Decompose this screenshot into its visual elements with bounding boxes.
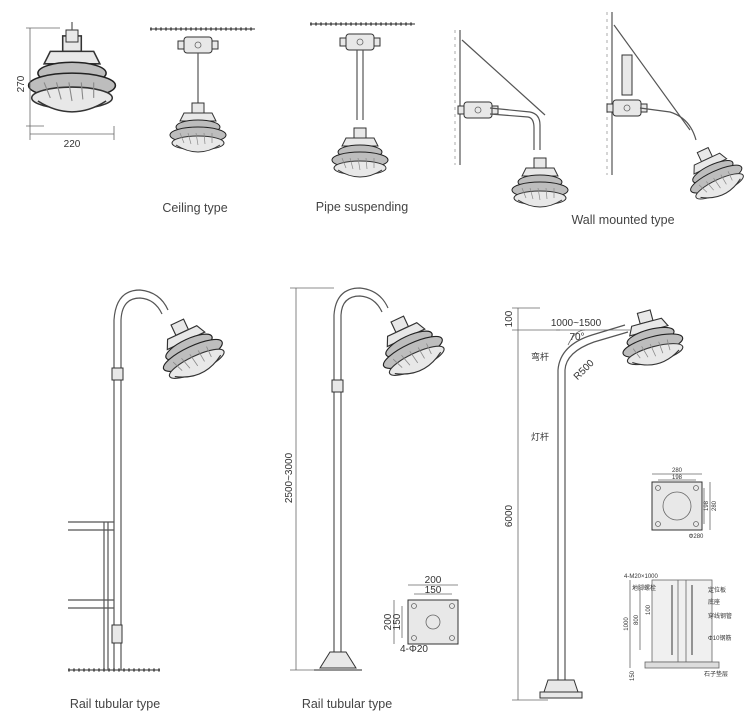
found-800: 800: [634, 614, 640, 625]
caption-pipe: Pipe suspending: [316, 200, 408, 214]
dim-plate-150-side: 150: [392, 613, 403, 630]
dim-r500: R500: [572, 358, 597, 383]
rail-tubular-drawing-2: [290, 287, 459, 671]
street-pole-drawing: [512, 303, 720, 701]
dim-plate-200-side: 200: [383, 613, 394, 630]
caption-rail-1: Rail tubular type: [70, 697, 160, 711]
dim-base-280-side: 280: [712, 500, 718, 511]
found-bolt: 4-M20×1000: [624, 574, 659, 580]
dim-pole-6000: 6000: [504, 504, 515, 527]
label-denggan: 灯杆: [531, 431, 549, 443]
caption-wall: Wall mounted type: [571, 213, 674, 227]
found-150: 150: [630, 670, 636, 681]
caption-rail-2: Rail tubular type: [302, 697, 392, 711]
dim-base-198-top: 198: [672, 475, 683, 481]
rail-tubular-drawing-1: [68, 289, 231, 672]
found-100: 100: [646, 604, 652, 615]
dim-holes: 4-Φ20: [400, 644, 428, 655]
dim-pole-100: 100: [504, 310, 515, 327]
dim-220: 220: [64, 139, 81, 150]
ceiling-type-drawing: [150, 27, 255, 153]
found-label-3: 穿线钢管: [708, 612, 732, 620]
label-wanggan: 弯杆: [531, 351, 549, 363]
dim-arm-1000-1500: 1000~1500: [551, 318, 602, 329]
found-label-4: Φ10钢筋: [708, 634, 731, 642]
dim-plate-200-top: 200: [425, 575, 442, 586]
dim-base-phi280: Φ280: [689, 534, 704, 540]
pipe-suspending-drawing: [310, 22, 415, 178]
dim-base-280-top: 280: [672, 468, 683, 474]
found-bolt-cn: 地脚螺栓: [632, 584, 656, 592]
caption-ceiling: Ceiling type: [162, 201, 227, 215]
dim-plate-150-top: 150: [425, 585, 442, 596]
found-1000: 1000: [624, 617, 630, 631]
dim-angle-70: 70°: [569, 332, 584, 343]
dim-base-198-side: 198: [704, 500, 710, 511]
dim-2500-3000: 2500~3000: [284, 452, 295, 503]
dimensioned-lamp: [26, 22, 117, 140]
found-label-1: 定位板: [708, 586, 726, 594]
found-label-2: 底座: [708, 598, 720, 606]
dim-270: 270: [16, 75, 27, 92]
found-label-5: 石子垫层: [704, 670, 728, 678]
wall-mounted-drawing: [454, 12, 750, 208]
